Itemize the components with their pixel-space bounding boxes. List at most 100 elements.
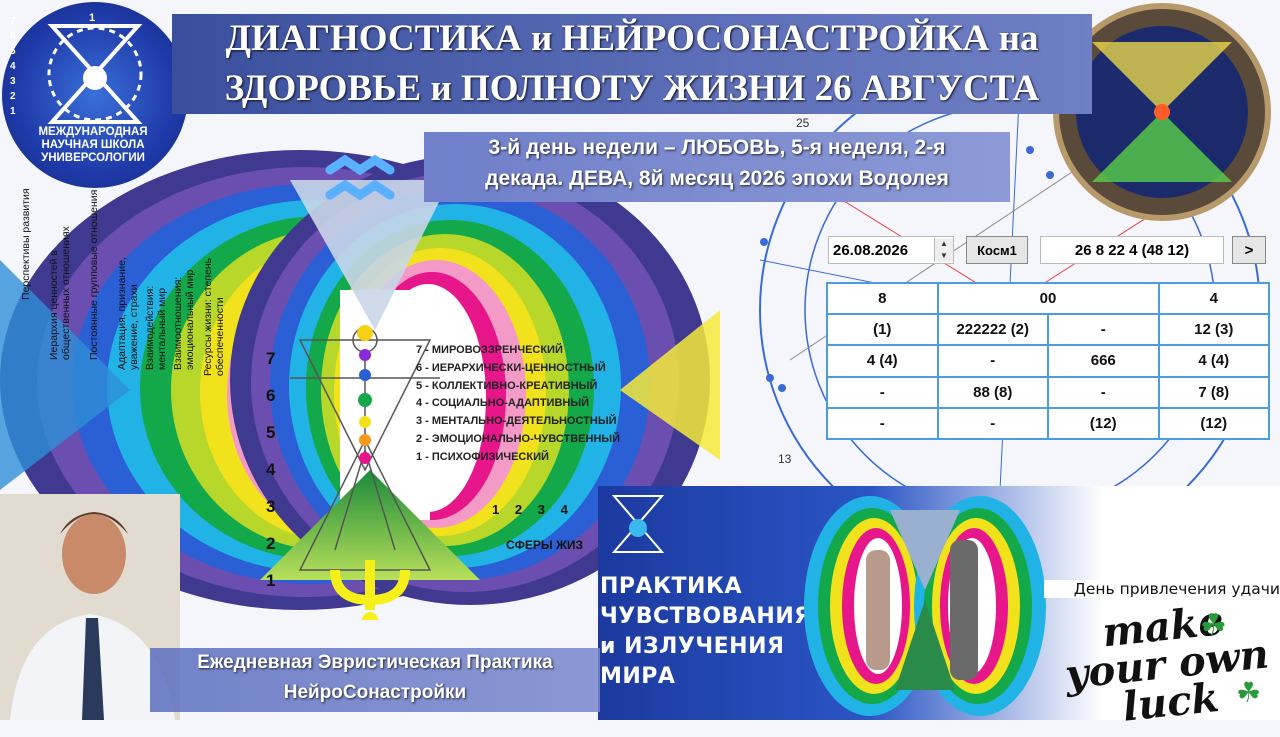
irradiate-text: Иррадиируйте Любовью миру,	[1092, 506, 1278, 566]
table-cell: 88 (8)	[936, 375, 1049, 409]
top-funnel	[290, 180, 450, 330]
level-label-2: 2 - ЭМОЦИОНАЛЬНО-ЧУВСТВЕННЫЙ	[416, 432, 621, 445]
title-line-1: ДИАГНОСТИКА и НЕЙРОСОНАСТРОЙКА на	[225, 18, 1039, 59]
logo-digit: 1	[10, 106, 16, 117]
vertical-label: Ресурсы жизни: степень обеспеченности	[202, 257, 226, 376]
level-label-3: 3 - МЕНТАЛЬНО-ДЕЯТЕЛЬНОСТНЫЙ	[416, 415, 617, 428]
table-cell: 8	[826, 281, 939, 316]
table-cell: 4	[1157, 281, 1270, 316]
clover-icon: ☘	[1236, 677, 1262, 708]
logo-digits: 7 6 5 4 3 2 1	[10, 14, 16, 119]
logo-emblem-icon	[47, 24, 143, 124]
right-cone	[620, 310, 720, 460]
vertical-label: Иерархия ценностей в общественных отноше…	[48, 226, 72, 360]
numerology-table: 8 00 4 (1) 222222 (2) - 12 (3) 4 (4) - 6…	[826, 281, 1270, 441]
couple-spheres-image	[804, 496, 1046, 716]
logo-digit: 6	[10, 31, 16, 42]
footer-line-2: НейроСонастройки	[283, 682, 467, 703]
level-number: 2	[266, 534, 276, 553]
table-row: - - (12) (12)	[826, 406, 1270, 441]
table-cell: 4 (4)	[826, 344, 939, 378]
kosm-button[interactable]: Косм1	[966, 236, 1028, 264]
logo-text-line: МЕЖДУНАРОДНАЯ	[38, 126, 148, 138]
practice-title-line: МИРА	[600, 664, 676, 689]
table-cell: -	[936, 406, 1049, 441]
logo-text-line: УНИВЕРСОЛОГИИ	[41, 152, 145, 164]
sphere-number: 2	[514, 502, 523, 517]
level-number: 6	[266, 386, 276, 405]
level-labels: 7 - МИРОВОЗЗРЕНЧЕСКИЙ 6 - ИЕРАРХИЧЕСКИ-Ц…	[416, 342, 620, 467]
vertical-label: Взаимодействия: ментальный мир	[144, 285, 168, 370]
footer-caption: Ежедневная Эвристическая Практика НейроС…	[150, 648, 600, 712]
level-number: 7	[266, 349, 276, 368]
spinner-down-icon[interactable]: ▼	[940, 251, 948, 260]
table-cell: -	[1047, 375, 1160, 409]
sphere-numbers: 1 2 3 4	[492, 502, 568, 517]
table-cell: 222222 (2)	[936, 313, 1049, 347]
table-row: 4 (4) - 666 4 (4)	[826, 344, 1270, 378]
spinner-up-icon[interactable]: ▲	[940, 239, 948, 248]
astro-number-13: 13	[778, 452, 792, 466]
bottom-pyramid	[260, 470, 480, 580]
table-cell: 666	[1047, 344, 1160, 378]
subtitle-banner: 3-й день недели – ЛЮБОВЬ, 5-я неделя, 2-…	[424, 132, 1010, 202]
table-cell: 7 (8)	[1157, 375, 1270, 409]
spheres-diagram	[0, 150, 720, 620]
logo-top-digit: 1	[89, 12, 96, 24]
logo-digit: 4	[10, 61, 16, 72]
table-cell: -	[826, 375, 939, 409]
sphere-number: 1	[492, 502, 500, 517]
level-number: 5	[266, 423, 276, 442]
irradiate-line: Иррадиируйте	[1124, 509, 1278, 533]
level-number: 4	[266, 460, 276, 479]
cosmic-hourglass-image	[1053, 3, 1271, 221]
subtitle-line-2: декада. ДЕВА, 8й месяц 2026 эпохи Водоле…	[485, 167, 949, 190]
next-button[interactable]: >	[1232, 236, 1266, 264]
table-row: - 88 (8) - 7 (8)	[826, 375, 1270, 409]
level-number: 3	[266, 497, 276, 516]
table-cell: -	[826, 406, 939, 441]
aquarius-icon	[325, 154, 395, 201]
table-cell: (12)	[1047, 406, 1160, 441]
luck-script: make your own luck	[1057, 597, 1278, 732]
date-input[interactable]: 26.08.2026	[828, 236, 954, 264]
uranus-icon	[330, 560, 410, 620]
vertical-labels: Перспективы развития Иерархия ценностей …	[20, 188, 240, 400]
chakra-points	[357, 325, 373, 464]
table-row: 8 00 4	[826, 281, 1270, 316]
table-cell: -	[936, 344, 1049, 378]
practice-title-line: и ИЗЛУЧЕНИЯ	[600, 634, 785, 659]
luck-day-text: День привлечения удачи	[1044, 580, 1280, 598]
code-field: 26 8 22 4 (48 12)	[1040, 236, 1224, 264]
spheres-label: СФЕРЫ ЖИЗ	[506, 538, 583, 552]
astro-number-25: 25	[796, 116, 810, 130]
logo-digit: 7	[10, 16, 16, 27]
vertical-label: Взаимоотношения: эмоциональный мир	[172, 269, 196, 370]
logo-digit: 5	[10, 46, 16, 57]
date-spinner[interactable]: ▲ ▼	[934, 238, 953, 262]
title-line-2: ЗДОРОВЬЕ и ПОЛНОТУ ЖИЗНИ 26 АВГУСТА	[224, 68, 1040, 109]
table-cell: -	[1047, 313, 1160, 347]
practice-title-line: ПРАКТИКА	[600, 574, 742, 599]
vertical-label: Постоянные групповые отношения	[88, 189, 100, 360]
table-cell: 4 (4)	[1157, 344, 1270, 378]
logo-text: МЕЖДУНАРОДНАЯ НАУЧНАЯ ШКОЛА УНИВЕРСОЛОГИ…	[20, 126, 166, 165]
logo-digit: 3	[10, 76, 16, 87]
level-label-4: 4 - СОЦИАЛЬНО-АДАПТИВНЫЙ	[416, 397, 590, 410]
logo-digit: 2	[10, 91, 16, 102]
level-numbers: 7 6 5 4 3 2 1	[266, 340, 275, 599]
level-number: 1	[266, 571, 276, 590]
vertical-label: Адаптация, признание, уважение, страхи	[116, 257, 140, 370]
logo-text-line: НАУЧНАЯ ШКОЛА	[41, 139, 145, 151]
table-cell: 00	[936, 281, 1160, 316]
level-label-6: 6 - ИЕРАРХИЧЕСКИ-ЦЕННОСТНЫЙ	[416, 361, 606, 374]
school-logo: 7 6 5 4 3 2 1 1	[2, 2, 188, 188]
table-cell: (12)	[1157, 406, 1270, 441]
practice-logo-icon	[611, 495, 665, 553]
left-cone	[0, 260, 130, 490]
table-cell: 12 (3)	[1157, 313, 1270, 347]
level-label-7: 7 - МИРОВОЗЗРЕНЧЕСКИЙ	[416, 344, 563, 356]
level-label-5: 5 - КОЛЛЕКТИВНО-КРЕАТИВНЫЙ	[416, 379, 598, 392]
clover-icon: ☘	[1200, 609, 1227, 642]
table-cell: (1)	[826, 313, 939, 347]
